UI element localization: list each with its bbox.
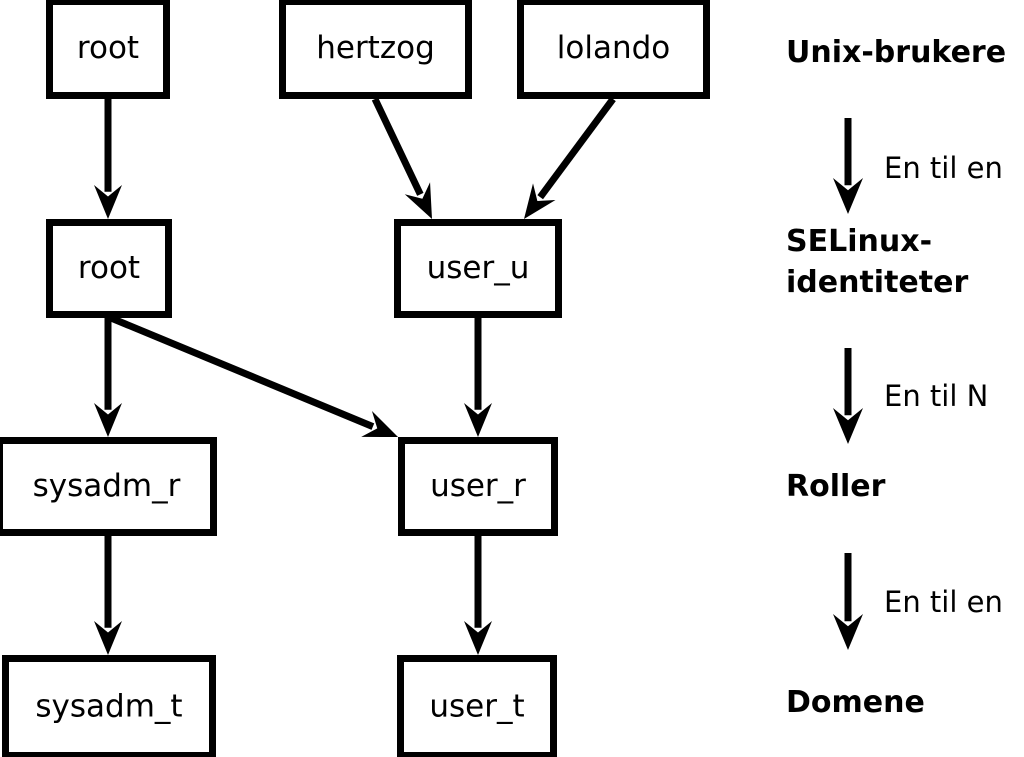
arrow-head-icon xyxy=(833,408,863,444)
node-role-sysadm-r[interactable]: sysadm_r xyxy=(0,437,217,536)
edge-layer xyxy=(94,96,616,655)
node-box xyxy=(517,0,710,99)
node-group-roles: sysadm_r user_r xyxy=(0,437,558,536)
node-label: user_t xyxy=(429,689,524,725)
edge-i-root-to-r-sysadm_r xyxy=(94,318,122,437)
legend-relation-label-one-to-n: En til N xyxy=(884,379,988,413)
node-box xyxy=(2,655,216,757)
node-box xyxy=(46,0,170,99)
legend-title-unix-brukere: Unix-brukere xyxy=(786,35,1006,70)
edge-r-sysadm_r-to-d-sysadm_t xyxy=(94,536,122,655)
legend-arrow-3 xyxy=(833,553,863,650)
node-identity-user-u[interactable]: user_u xyxy=(394,219,562,318)
node-role-user-r[interactable]: user_r xyxy=(398,437,558,536)
node-group-selinux-identities: root user_u xyxy=(46,219,562,318)
arrow-head-icon xyxy=(94,403,122,437)
node-group-unix-users: root hertzog lolando xyxy=(46,0,710,99)
edge-u-hertzog-to-i-user_u xyxy=(371,97,432,219)
legend-relation-label-one-to-one-top: En til en xyxy=(884,151,1003,185)
edge-r-user_r-to-d-user_t xyxy=(464,536,492,655)
node-label: sysadm_t xyxy=(35,689,182,725)
arrow-head-icon xyxy=(464,621,492,655)
node-label: root xyxy=(77,30,139,66)
node-box xyxy=(394,219,562,318)
node-box xyxy=(398,437,558,536)
legend-title-roller: Roller xyxy=(786,469,886,504)
arrow-head-icon xyxy=(404,182,432,219)
edge-u-root-to-i-root xyxy=(94,99,122,219)
edge-shaft xyxy=(109,314,375,430)
node-domain-user-t[interactable]: user_t xyxy=(397,655,557,757)
node-label: sysadm_r xyxy=(33,468,181,504)
arrow-head-icon xyxy=(524,183,556,219)
edge-i-root-to-r-user_r xyxy=(109,314,398,437)
node-identity-root[interactable]: root xyxy=(46,219,172,318)
edge-u-lolando-to-i-user_u xyxy=(524,96,616,219)
node-unix-lolando[interactable]: lolando xyxy=(517,0,710,99)
arrow-head-icon xyxy=(833,614,863,650)
node-label: root xyxy=(78,250,140,286)
arrow-head-icon xyxy=(464,403,492,437)
node-unix-root[interactable]: root xyxy=(46,0,170,99)
edge-shaft xyxy=(537,96,616,200)
legend-arrow-layer xyxy=(833,118,863,650)
node-group-domains: sysadm_t user_t xyxy=(2,655,557,757)
node-label: user_u xyxy=(427,250,530,286)
node-label: lolando xyxy=(557,30,670,66)
node-box xyxy=(0,437,217,536)
legend-arrow-1 xyxy=(833,118,863,214)
node-box xyxy=(46,219,172,318)
node-domain-sysadm-t[interactable]: sysadm_t xyxy=(2,655,216,757)
node-unix-hertzog[interactable]: hertzog xyxy=(279,0,472,99)
legend-column: Unix-brukere SELinux- identiteter Roller… xyxy=(786,35,1006,720)
node-box xyxy=(397,655,557,757)
legend-arrow-2 xyxy=(833,348,863,444)
legend-title-selinux-identiteter: SELinux- identiteter xyxy=(786,224,968,300)
arrow-head-icon xyxy=(361,411,398,437)
legend-relation-label-one-to-one-bottom: En til en xyxy=(884,585,1003,619)
edge-i-user_u-to-r-user_r xyxy=(464,318,492,437)
arrow-head-icon xyxy=(833,178,863,214)
legend-title-domene: Domene xyxy=(786,685,925,720)
arrow-head-icon xyxy=(94,621,122,655)
edge-shaft xyxy=(371,97,424,196)
node-label: user_r xyxy=(430,468,526,504)
node-label: hertzog xyxy=(316,30,435,66)
node-box xyxy=(279,0,472,99)
arrow-head-icon xyxy=(94,185,122,219)
